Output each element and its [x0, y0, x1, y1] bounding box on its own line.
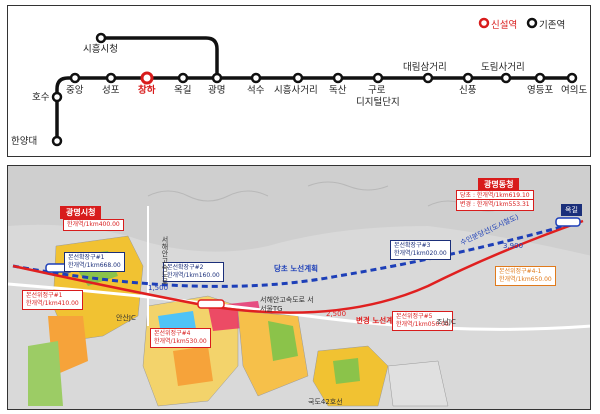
- station-dot-yeouido: [566, 72, 578, 84]
- station-sinpung: 신풍: [459, 85, 477, 96]
- box-shaft-2-sub: 한개역/1km160.00: [167, 272, 220, 279]
- station-dot-guro: [372, 72, 384, 84]
- legend-existing-label: 기존역: [539, 20, 566, 31]
- route-changed-line: [12, 219, 584, 314]
- station-hanyangdae: 한양대: [11, 136, 38, 147]
- box-shaft-4-title: 본선위정구#4: [154, 330, 191, 337]
- station-dot-seongpo: [105, 72, 117, 84]
- station-gwangmyeong: 광명: [208, 85, 226, 96]
- station-dot-dorim: [500, 72, 512, 84]
- line-branch: [101, 36, 219, 78]
- label-route-initial: 당초 노선계획: [274, 264, 319, 273]
- station-yeongdeungpo: 영등포: [527, 85, 554, 96]
- label-western-road: 서해안고속도로: [161, 236, 169, 285]
- station-hosu: 호수: [32, 92, 50, 103]
- box-shaft-5-sub: 한개역/1km050.00: [396, 321, 449, 328]
- station-siheung-sageori: 시흥사거리: [274, 85, 318, 96]
- station-daerim: 대림삼거리: [403, 62, 447, 73]
- district-right-grey: [387, 360, 449, 407]
- station-dot-doksan: [332, 72, 344, 84]
- box-shaft-1-title: 본선확장구#1: [68, 254, 105, 261]
- station-seoksu: 석수: [247, 85, 265, 96]
- box-shaft-2-title: 본선확장구#2: [167, 264, 204, 271]
- line-map-svg: [51, 17, 578, 147]
- km-marker-3: 3,900: [503, 242, 524, 250]
- label-road-42: 국도42호선: [308, 398, 343, 406]
- map-station-center: [197, 299, 225, 309]
- station-guro-digital: 디지털단지: [356, 97, 400, 108]
- station-dot-seoksu: [250, 72, 262, 84]
- station-doksan: 독산: [329, 85, 347, 96]
- station-yeouido: 여의도: [561, 85, 588, 96]
- district-right-green: [333, 358, 360, 384]
- route-map-panel: 광명시청 한개역/1km400.00 광명동청 당초 : 한개역/1km619.…: [7, 165, 591, 410]
- station-dot-siheung-sageori: [292, 72, 304, 84]
- station-dot-hanyangdae: [51, 135, 63, 147]
- district-center-orange: [173, 346, 213, 386]
- map-title-left: 광명시청: [60, 206, 102, 219]
- line-left-hook: [55, 76, 81, 141]
- label-jobu-jc: 조남JC: [436, 318, 456, 326]
- map-title-right: 광명동청: [478, 178, 520, 191]
- box-shaft-3-title: 본선확장구#3: [394, 242, 431, 249]
- box-shaft-5-title: 본선위정구#5: [396, 313, 433, 320]
- station-dot-daerim: [422, 72, 434, 84]
- station-dot-hosu: [51, 91, 63, 103]
- km-marker-2: 2,500: [326, 310, 347, 318]
- station-siheung-city-hall: 시흥시청: [83, 44, 118, 55]
- map-note-left: 한개역/1km400.00: [63, 219, 124, 231]
- station-dot-siheung-city-hall: [95, 32, 107, 44]
- station-dot-sinpung: [462, 72, 474, 84]
- map-station-right: [555, 217, 581, 227]
- map-note-right-2: 변경 : 한개역/1km553.31: [456, 199, 534, 211]
- label-route-changed: 변경 노선계획: [356, 316, 401, 325]
- station-guro: 구로: [368, 85, 386, 96]
- station-dot-gwangmyeong: [211, 72, 223, 84]
- legend-new-icon: [478, 17, 490, 29]
- box-shaft-7-title: 본선위정구#1: [26, 292, 63, 299]
- legend-existing-icon: [526, 17, 538, 29]
- km-marker-1: 1,500: [148, 284, 169, 292]
- box-shaft-3-sub: 한개역/1km020.00: [394, 250, 447, 257]
- district-left-lower-green: [28, 341, 63, 406]
- box-shaft-1-sub: 한개역/1km668.00: [68, 262, 121, 269]
- station-dot-jungang: [69, 72, 81, 84]
- station-dorim: 도림사거리: [481, 62, 525, 73]
- label-tollgate: 서해안고속도로 서서울TG: [260, 296, 314, 313]
- route-map-svg: [8, 166, 590, 409]
- map-tag-okgil: 옥길: [561, 204, 582, 216]
- district-center-right-green: [268, 321, 298, 361]
- route-initial-line: [12, 219, 584, 288]
- station-seongpo: 성포: [102, 85, 120, 96]
- station-jungang: 중앙: [66, 85, 84, 96]
- station-dot-yeongdeungpo: [534, 72, 546, 84]
- line-map-panel: 신설역 기존역 시흥시청 한양대 호수 중앙 성포 창하 옥길 광명 석수 시흥…: [7, 5, 591, 157]
- box-shaft-7-sub: 한개역/1km410.00: [26, 300, 79, 307]
- label-anyang-jc: 안산JC: [116, 314, 136, 322]
- box-shaft-6-sub: 한개역/1km650.00: [499, 276, 552, 283]
- station-haha: 창하: [138, 85, 156, 96]
- box-shaft-4-sub: 한개역/1km530.00: [154, 338, 207, 345]
- station-okgil: 옥길: [174, 85, 192, 96]
- station-dot-okgil: [177, 72, 189, 84]
- station-dot-haha: [140, 71, 154, 85]
- legend-new-label: 신설역: [491, 20, 518, 31]
- box-shaft-6-title: 본선위정구#4-1: [499, 268, 542, 275]
- road-main: [8, 282, 590, 331]
- terrain-hills: [8, 166, 590, 256]
